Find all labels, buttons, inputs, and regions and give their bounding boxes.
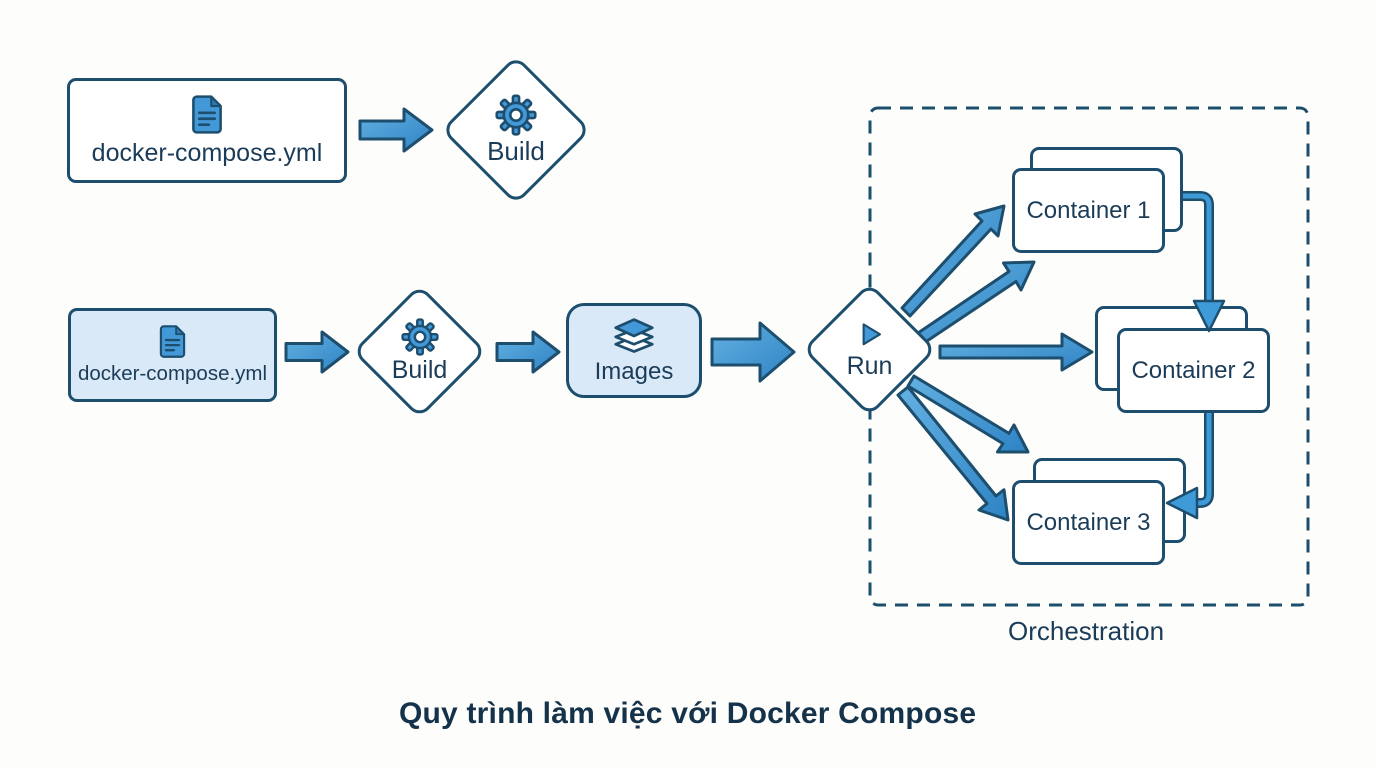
compose-file-label: docker-compose.yml	[91, 138, 323, 167]
build-diamond: Build	[352, 284, 487, 419]
document-icon	[159, 325, 186, 359]
container-label: Container 1	[1026, 196, 1151, 224]
arrow-build-to-images	[495, 330, 561, 374]
diagram-caption: Quy trình làm việc với Docker Compose	[399, 697, 977, 730]
arrow-run-to-container3-a	[906, 374, 1030, 454]
arrow-images-to-run	[710, 321, 796, 383]
container-1-stack: Container 1	[1012, 147, 1183, 253]
build-diamond-top: Build	[441, 55, 591, 205]
gear-icon	[400, 318, 439, 356]
arrow-run-to-container1-a	[900, 204, 1006, 318]
document-icon	[192, 95, 222, 134]
arrow-run-to-container2	[938, 332, 1094, 372]
play-icon	[862, 323, 881, 346]
compose-file-label: docker-compose.yml	[77, 362, 268, 386]
container-card: Container 2	[1117, 328, 1270, 413]
run-label: Run	[846, 352, 893, 380]
container-label: Container 3	[1026, 508, 1151, 536]
arrow-run-to-container3-b	[896, 385, 1010, 522]
compose-file-box-top: docker-compose.yml	[67, 78, 347, 183]
arrow-compose-to-build-top	[358, 107, 434, 153]
container-card: Container 3	[1012, 480, 1165, 565]
orchestration-label: Orchestration	[1008, 616, 1165, 646]
images-box: Images	[566, 303, 702, 398]
arrow-run-to-container1-b	[916, 260, 1036, 345]
build-label-top: Build	[487, 135, 545, 166]
container-card: Container 1	[1012, 168, 1165, 253]
gear-icon	[495, 93, 537, 136]
build-label: Build	[391, 356, 448, 384]
container-2-stack: Container 2	[1095, 306, 1270, 413]
run-diamond: Run	[802, 282, 937, 417]
layers-icon	[614, 318, 654, 354]
compose-file-box: docker-compose.yml	[68, 308, 277, 402]
images-label: Images	[594, 358, 674, 386]
container-3-stack: Container 3	[1012, 458, 1186, 565]
container-label: Container 2	[1131, 356, 1256, 384]
arrow-compose-to-build	[284, 330, 350, 374]
